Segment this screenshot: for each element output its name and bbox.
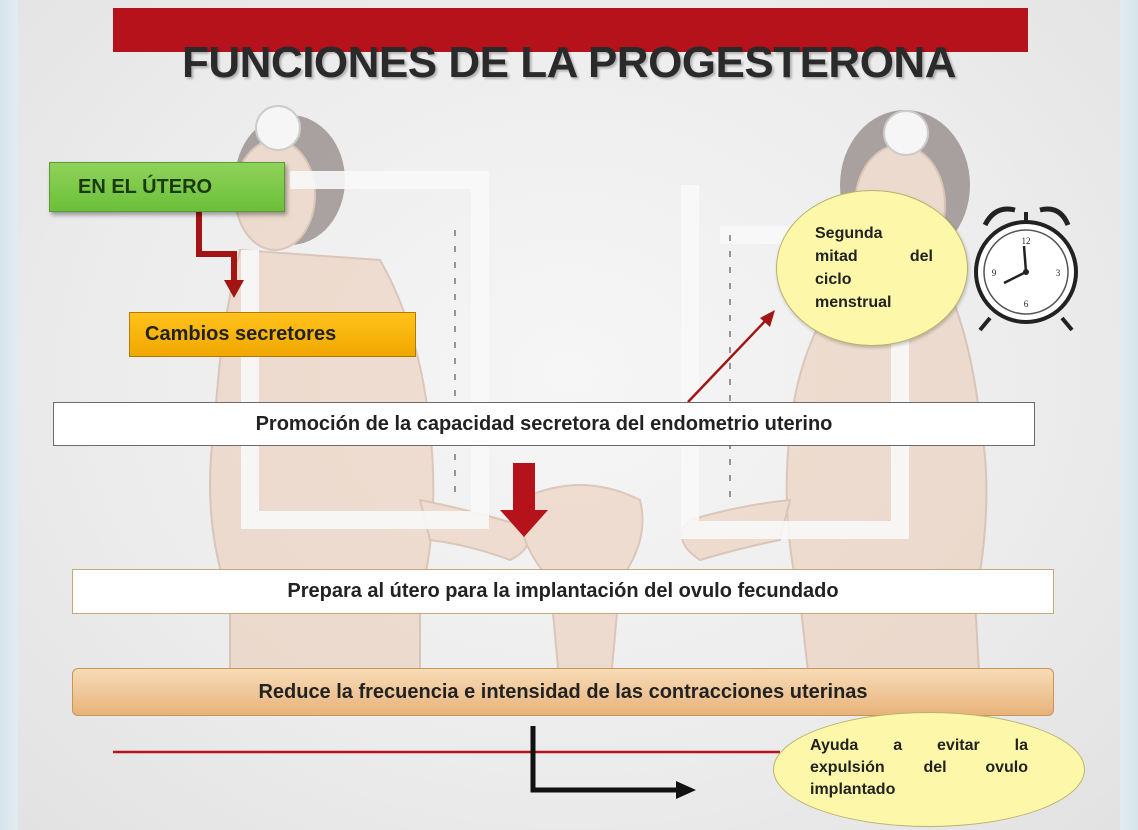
clock-number: 3 <box>1056 268 1061 278</box>
red-pointer-arrow <box>687 317 769 403</box>
help-note-word: expulsión <box>810 759 885 776</box>
cycle-note-word: mitad <box>815 248 858 265</box>
secretory-changes-box: Cambios secretores <box>129 312 416 357</box>
help-note-line: expulsión del ovulo <box>810 757 1028 779</box>
cycle-note-line: Segunda <box>815 225 883 242</box>
help-note-word: ovulo <box>985 759 1028 776</box>
reduce-contractions-box: Reduce la frecuencia e intensidad de las… <box>72 668 1054 716</box>
cycle-note-word: del <box>909 248 933 265</box>
cycle-note-line: mitad del <box>815 245 933 268</box>
promotion-box: Promoción de la capacidad secretora del … <box>53 402 1035 446</box>
cycle-note-text: Segunda mitad del ciclo menstrual <box>815 222 933 314</box>
help-note-word: Ayuda <box>810 737 859 754</box>
help-note-line: Ayuda a evitar la <box>810 735 1028 757</box>
red-pointer-arrowhead <box>760 310 775 327</box>
red-elbow-arrowhead <box>224 280 244 298</box>
help-note-word: del <box>923 759 947 776</box>
red-elbow-arrow <box>196 212 237 282</box>
clock-number: 6 <box>1024 299 1029 309</box>
help-note-line: implantado <box>810 781 896 798</box>
black-elbow-arrow <box>530 726 680 793</box>
cycle-note-line: menstrual <box>815 294 892 311</box>
help-note-ellipse <box>773 712 1085 827</box>
help-note-word: evitar <box>937 737 980 754</box>
cycle-note-ellipse <box>776 190 968 346</box>
title-bar <box>113 8 1028 52</box>
prepare-uterus-box: Prepara al útero para la implantación de… <box>72 569 1054 614</box>
black-elbow-arrowhead <box>676 781 696 799</box>
cycle-note-line: ciclo <box>815 271 852 288</box>
help-note-word: a <box>893 737 903 754</box>
clock-number: 9 <box>992 268 997 278</box>
help-note-text: Ayuda a evitar la expulsión del ovulo im… <box>810 735 1028 801</box>
help-note-word: la <box>1014 737 1028 754</box>
clock-number: 12 <box>1022 236 1031 246</box>
big-down-arrow-shaft <box>513 463 535 513</box>
big-down-arrow-head <box>500 510 548 537</box>
page-title: FUNCIONES DE LA PROGESTERONA <box>182 38 956 87</box>
uterus-label-box: EN EL ÚTERO <box>49 162 285 212</box>
